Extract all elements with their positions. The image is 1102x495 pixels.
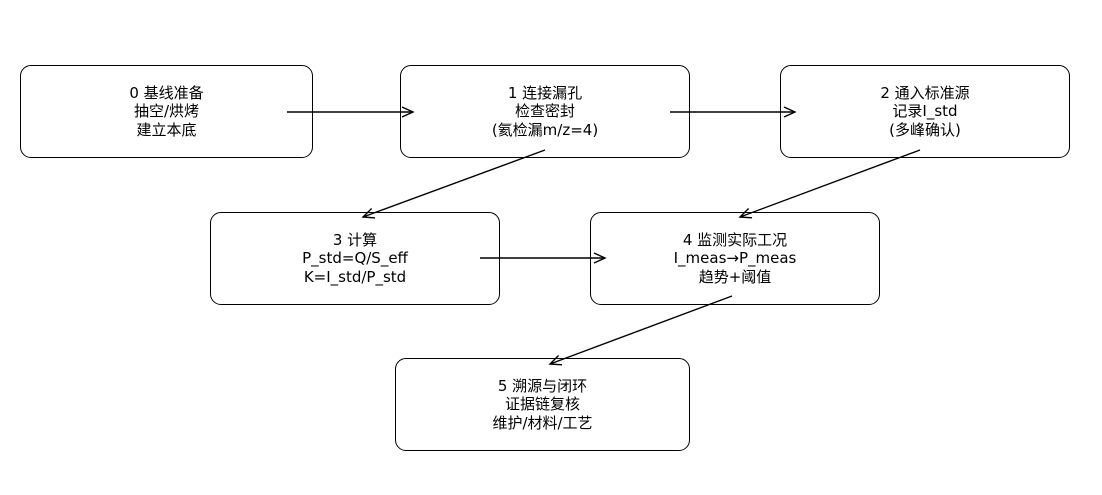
node-2-line-3: (多峰确认) <box>889 120 961 139</box>
arrow-2-to-4 <box>738 149 921 219</box>
node-4-line-3: 趋势+阈值 <box>698 267 772 286</box>
node-5-line-2: 证据链复核 <box>504 395 580 414</box>
node-3-line-3: K=I_std/P_std <box>303 267 407 286</box>
node-2-line-2: 记录I_std <box>892 102 958 121</box>
node-1-line-2: 检查密封 <box>514 102 575 121</box>
node-1-line-3: (氦检漏m/z=4) <box>491 120 599 139</box>
node-4-line-2: I_meas→P_meas <box>673 249 797 268</box>
flow-node-3-calculate: 3 计算 P_std=Q/S_eff K=I_std/P_std <box>210 212 500 305</box>
node-1-line-1: 1 连接漏孔 <box>507 83 583 102</box>
flow-node-5-traceability: 5 溯源与闭环 证据链复核 维护/材料/工艺 <box>395 358 690 451</box>
flow-node-4-monitor: 4 监测实际工况 I_meas→P_meas 趋势+阈值 <box>590 212 880 305</box>
node-0-line-3: 建立本底 <box>136 120 197 139</box>
arrow-4-to-5 <box>548 295 733 366</box>
flow-node-2-standard-source: 2 通入标准源 记录I_std (多峰确认) <box>780 65 1070 158</box>
node-5-line-3: 维护/材料/工艺 <box>492 413 593 432</box>
node-0-line-2: 抽空/烘烤 <box>133 102 200 121</box>
arrow-1-to-3 <box>361 149 546 219</box>
node-0-line-1: 0 基线准备 <box>129 83 204 102</box>
flow-node-1-connect-leak: 1 连接漏孔 检查密封 (氦检漏m/z=4) <box>400 65 690 158</box>
node-2-line-1: 2 通入标准源 <box>880 83 970 102</box>
flow-node-0-baseline: 0 基线准备 抽空/烘烤 建立本底 <box>20 65 313 158</box>
node-3-line-2: P_std=Q/S_eff <box>302 249 408 268</box>
node-5-line-1: 5 溯源与闭环 <box>497 376 588 395</box>
node-4-line-1: 4 监测实际工况 <box>682 230 788 249</box>
node-3-line-1: 3 计算 <box>332 230 378 249</box>
